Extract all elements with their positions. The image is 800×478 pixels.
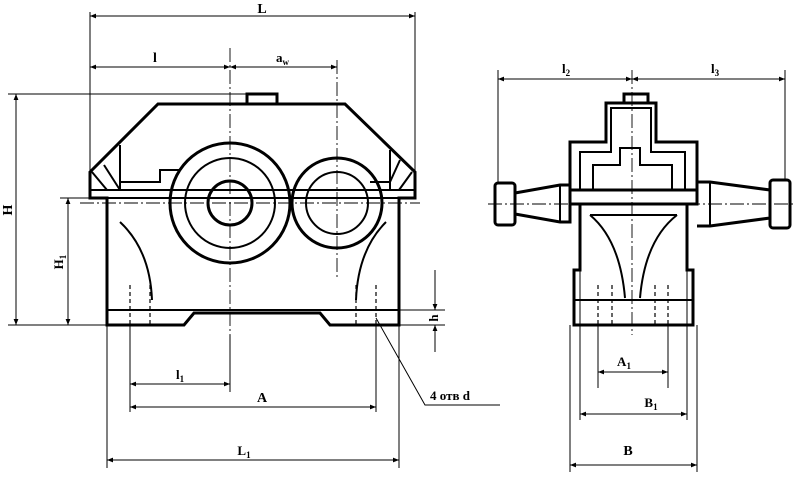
front-housing-outline bbox=[88, 102, 417, 327]
dim-B1-label: B1 bbox=[644, 395, 658, 412]
front-dimensions: L l aw H H1 h l1 A L1 bbox=[1, 2, 500, 468]
inner-wall-left bbox=[119, 145, 180, 190]
side-top-cover bbox=[622, 92, 650, 105]
side-dimensions: l2 l3 A1 B1 B bbox=[497, 61, 786, 472]
dim-l3-label: l3 bbox=[711, 61, 720, 78]
front-view bbox=[80, 48, 420, 335]
dim-l1-label: l1 bbox=[176, 367, 185, 384]
side-curve-left bbox=[589, 214, 626, 299]
dim-A1-label: A1 bbox=[617, 354, 631, 371]
side-view bbox=[488, 70, 795, 335]
dim-B-label: B bbox=[623, 444, 632, 459]
rib-curve-right bbox=[355, 221, 387, 301]
side-bolt-hole-left bbox=[597, 285, 613, 325]
side-lower-housing bbox=[572, 204, 695, 327]
dim-L1-label: L1 bbox=[237, 443, 251, 460]
side-bolt-hole-right bbox=[654, 285, 669, 325]
dim-l2-label: l2 bbox=[562, 61, 571, 78]
side-inner-core bbox=[592, 147, 673, 190]
inner-wall-right bbox=[370, 150, 391, 190]
side-curve-right bbox=[639, 214, 678, 299]
rib-curve-left bbox=[119, 221, 153, 301]
side-upper-housing bbox=[568, 101, 699, 190]
inspection-cover bbox=[245, 92, 279, 106]
dim-H-label: H bbox=[1, 204, 16, 215]
side-inner-step bbox=[579, 107, 686, 190]
dim-L-label: L bbox=[257, 2, 266, 17]
dim-H1-label: H1 bbox=[51, 254, 68, 269]
dim-h-label: h bbox=[426, 314, 441, 322]
flange-rib-right bbox=[389, 159, 413, 191]
bolt-hole-left bbox=[129, 285, 151, 325]
side-flange bbox=[568, 188, 699, 206]
dim-l-label: l bbox=[153, 51, 157, 66]
dim-aw-label: aw bbox=[276, 50, 290, 67]
bolt-hole-right bbox=[355, 285, 377, 325]
left-shaft-taper bbox=[514, 183, 572, 224]
dim-A-label: A bbox=[257, 391, 268, 406]
holes-leader bbox=[375, 317, 500, 406]
flange-rib-left bbox=[91, 164, 121, 191]
holes-label: 4 отв d bbox=[430, 388, 471, 403]
